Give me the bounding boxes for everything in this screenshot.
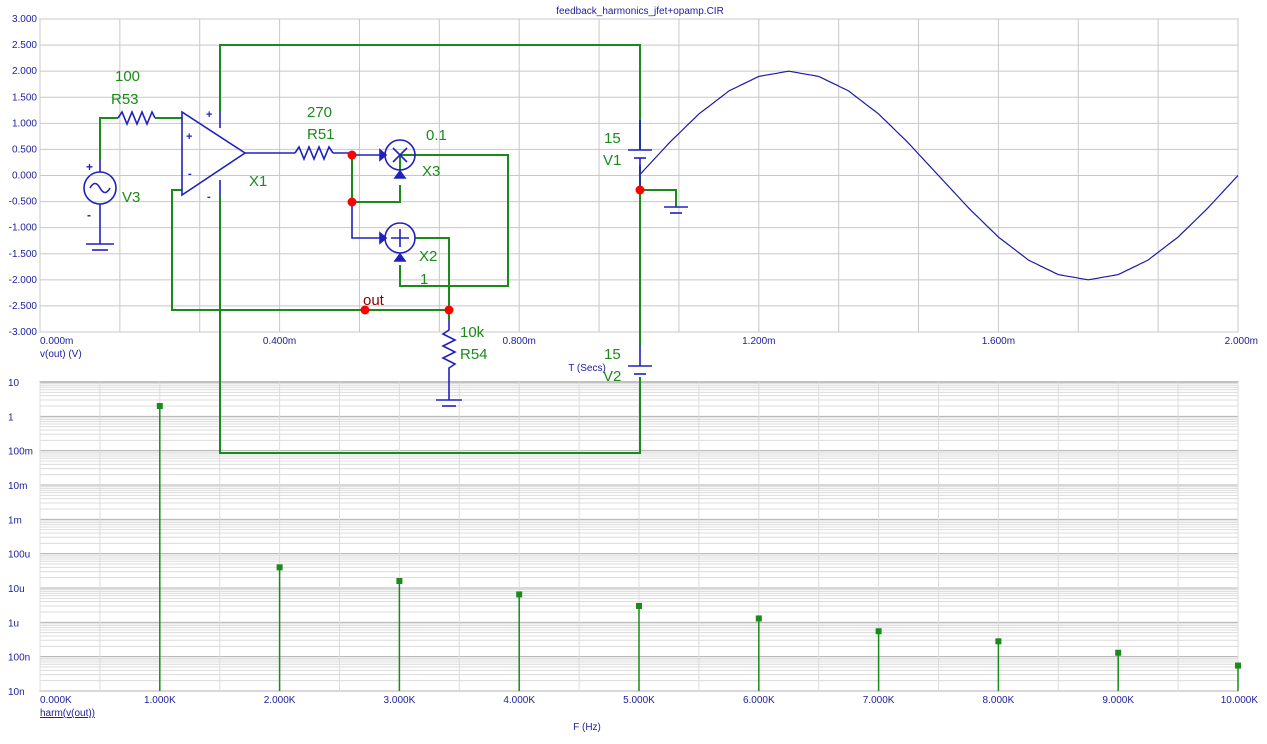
transient-trace-label: v(out) (V) — [40, 349, 82, 360]
x1-name: X1 — [249, 173, 267, 190]
x1-supply-minus: - — [207, 191, 211, 203]
harmonics-x-tick: 9.000K — [1102, 695, 1134, 706]
transient-x-tick: 2.000m — [1225, 336, 1258, 347]
harmonics-bars — [156, 402, 1241, 691]
harmonics-y-tick: 1 — [8, 412, 14, 423]
harmonics-x-tick: 2.000K — [264, 695, 296, 706]
harmonics-y-tick: 1u — [8, 618, 19, 629]
r51-value: 270 — [307, 104, 332, 121]
transient-plot[interactable]: 3.000 2.500 2.000 1.500 1.000 0.500 0.000 -0.50… — [9, 14, 1258, 374]
harmonics-x-tick: 8.000K — [983, 695, 1015, 706]
transient-y-tick: 2.500 — [12, 40, 37, 51]
harmonics-y-ticks: 10 1 100m 10m 1m 100u 10u 1u 100n 10n — [8, 378, 33, 698]
transient-y-tick: -3.000 — [9, 327, 38, 338]
v1-value: 15 — [604, 130, 621, 147]
harmonics-y-tick: 10m — [8, 481, 27, 492]
out-label: out — [363, 292, 385, 309]
transient-y-tick: -1.500 — [9, 249, 38, 260]
harmonics-trace-label: harm(v(out)) — [40, 708, 95, 719]
harmonics-x-tick: 0.000K — [40, 695, 72, 706]
schematic-overlay[interactable]: 100 R53 V3 + - + - + - X1 270 R51 0.1 X3… — [83, 44, 688, 454]
x2-value: 1 — [420, 271, 428, 288]
harmonic-point — [156, 402, 163, 409]
transient-x-axis-label: T (Secs) — [568, 363, 606, 374]
transient-y-tick: -2.000 — [9, 275, 38, 286]
harmonic-point — [636, 602, 642, 609]
x3-name: X3 — [422, 163, 440, 180]
transient-y-tick: -2.500 — [9, 301, 38, 312]
schematic-wires — [99, 44, 677, 454]
transient-x-tick: 0.000m — [40, 336, 73, 347]
harmonics-x-tick: 7.000K — [863, 695, 895, 706]
harmonics-x-axis-label: F (Hz) — [573, 722, 601, 733]
v3-plus-sign: + — [86, 160, 93, 174]
harmonics-y-tick: 100n — [8, 653, 30, 664]
transient-y-tick: 1.000 — [12, 118, 37, 129]
harmonic-point — [995, 638, 1002, 645]
transient-y-tick: -1.000 — [9, 223, 38, 234]
r54-resistor-icon — [441, 320, 457, 400]
harmonics-y-tick: 1m — [8, 515, 22, 526]
r53-name: R53 — [111, 91, 139, 108]
opamp-x1-icon — [181, 110, 247, 197]
out-node — [360, 305, 370, 315]
harmonics-x-tick: 1.000K — [144, 695, 176, 706]
transient-y-tick: 0.500 — [12, 144, 37, 155]
harmonics-x-tick: 6.000K — [743, 695, 775, 706]
harmonic-point — [875, 628, 882, 635]
harmonics-y-tick: 100m — [8, 447, 33, 458]
harmonics-y-tick: 10n — [8, 687, 25, 698]
transient-y-tick: 0.000 — [12, 171, 37, 182]
v2-value: 15 — [604, 346, 621, 363]
harmonics-plot[interactable]: 10 1 100m 10m 1m 100u 10u 1u 100n 10n 0.000K 1.000… — [8, 378, 1258, 733]
v3-minus-sign: - — [87, 208, 91, 222]
transient-y-tick: 2.000 — [12, 66, 37, 77]
harmonics-x-tick: 10.000K — [1221, 695, 1259, 706]
x1-input-minus: - — [188, 168, 192, 180]
v2-name: V2 — [603, 368, 621, 385]
transient-x-tick: 0.800m — [503, 336, 536, 347]
harmonics-x-tick: 3.000K — [384, 695, 416, 706]
v3-name: V3 — [122, 189, 140, 206]
window-title: feedback_harmonics_jfet+opamp.CIR — [556, 6, 724, 17]
transient-y-tick: 1.500 — [12, 92, 37, 103]
vout-trace — [638, 70, 1239, 281]
r53-value: 100 — [115, 68, 140, 85]
v1-name: V1 — [603, 152, 621, 169]
transient-y-ticks: 3.000 2.500 2.000 1.500 1.000 0.500 0.000 -0.50… — [9, 14, 38, 338]
transient-x-tick: 0.400m — [263, 336, 296, 347]
harmonics-x-tick: 5.000K — [623, 695, 655, 706]
transient-x-tick: 1.200m — [742, 336, 775, 347]
r54-name: R54 — [460, 346, 488, 363]
harmonic-point — [276, 564, 283, 571]
harmonics-y-tick: 100u — [8, 550, 30, 561]
harmonics-x-ticks: 0.000K 1.000K 2.000K 3.000K 4.000K 5.000K 6.00… — [40, 695, 1258, 706]
harmonics-y-tick: 10 — [8, 378, 20, 389]
harmonics-x-tick: 4.000K — [503, 695, 535, 706]
x1-input-plus: + — [186, 131, 192, 143]
r53-resistor-icon — [117, 109, 156, 127]
x2-name: X2 — [419, 248, 437, 265]
schematic-components — [83, 109, 688, 407]
transient-x-ticks: 0.000m 0.400m 0.800m 1.200m 1.600m 2.000m — [40, 336, 1258, 347]
transient-x-tick: 1.600m — [982, 336, 1015, 347]
transient-y-tick: -0.500 — [9, 197, 38, 208]
r54-value: 10k — [460, 324, 485, 341]
x3-value: 0.1 — [426, 127, 447, 144]
r51-name: R51 — [307, 126, 335, 143]
x1-supply-plus: + — [206, 109, 212, 121]
harmonic-point — [1235, 662, 1241, 669]
harmonics-y-tick: 10u — [8, 584, 25, 595]
r51-resistor-icon — [294, 144, 334, 162]
transient-y-tick: 3.000 — [12, 14, 37, 25]
harmonic-point — [396, 577, 403, 584]
harmonic-point — [755, 615, 762, 622]
schematic-nodes — [347, 150, 645, 315]
harmonic-point — [1115, 649, 1122, 656]
harmonic-point — [516, 591, 523, 598]
